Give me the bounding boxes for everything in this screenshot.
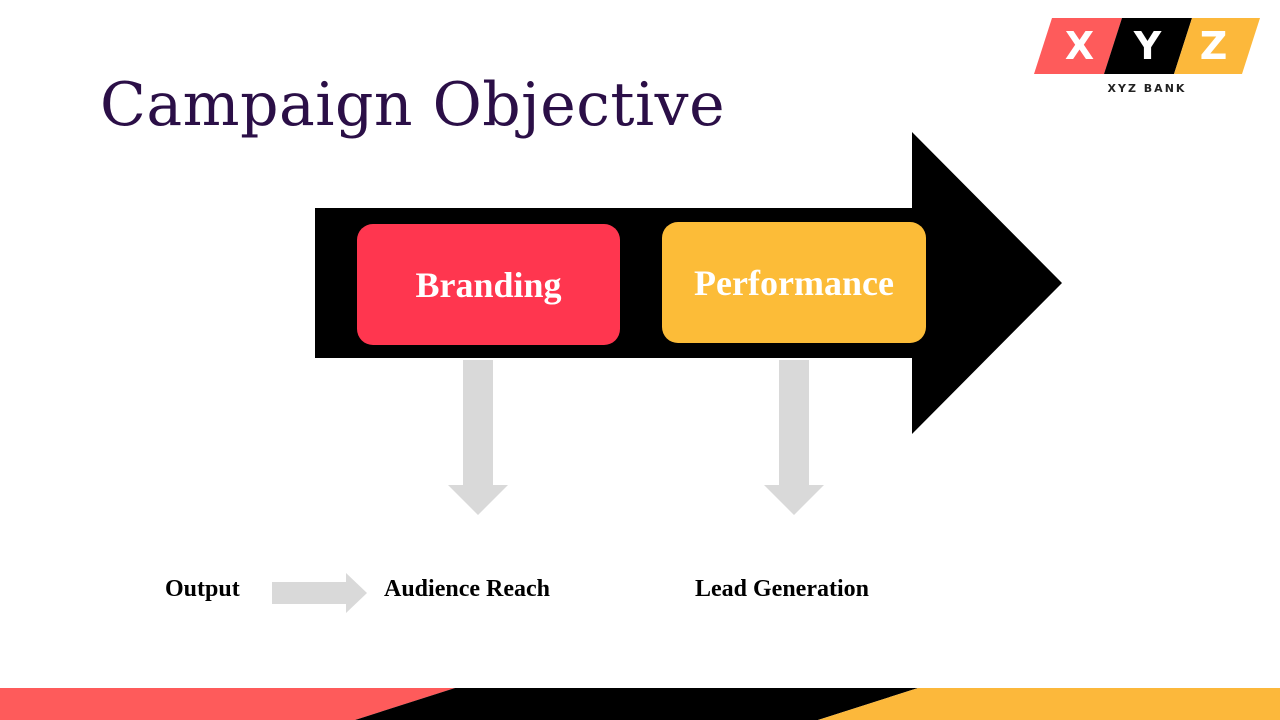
performance-down-arrow (764, 360, 824, 515)
footer-black-stripe (355, 688, 918, 720)
branding-box: Branding (357, 224, 620, 345)
logo-black-segment (1104, 18, 1192, 74)
output-right-arrow (272, 573, 367, 613)
footer-yellow-stripe (818, 688, 1280, 720)
logo-letter-z: Z (1199, 24, 1228, 68)
xyz-bank-logo: X Y Z XYZ BANK (1034, 18, 1260, 98)
performance-box: Performance (662, 222, 926, 343)
logo-caption: XYZ BANK (1107, 82, 1187, 95)
footer-red-stripe (0, 688, 455, 720)
output-label: Output (165, 576, 240, 602)
logo-background (1034, 18, 1260, 74)
lead-generation-label: Lead Generation (695, 576, 869, 602)
branding-label: Branding (415, 264, 562, 305)
performance-label: Performance (694, 262, 894, 303)
branding-down-arrow (448, 360, 508, 515)
audience-reach-label: Audience Reach (384, 576, 550, 602)
logo-letter-x: X (1064, 24, 1095, 68)
slide-title: Campaign Objective (100, 70, 726, 140)
logo-letter-y: Y (1133, 24, 1162, 68)
logo-red-segment (1034, 18, 1122, 74)
logo-yellow-segment (1174, 18, 1260, 74)
